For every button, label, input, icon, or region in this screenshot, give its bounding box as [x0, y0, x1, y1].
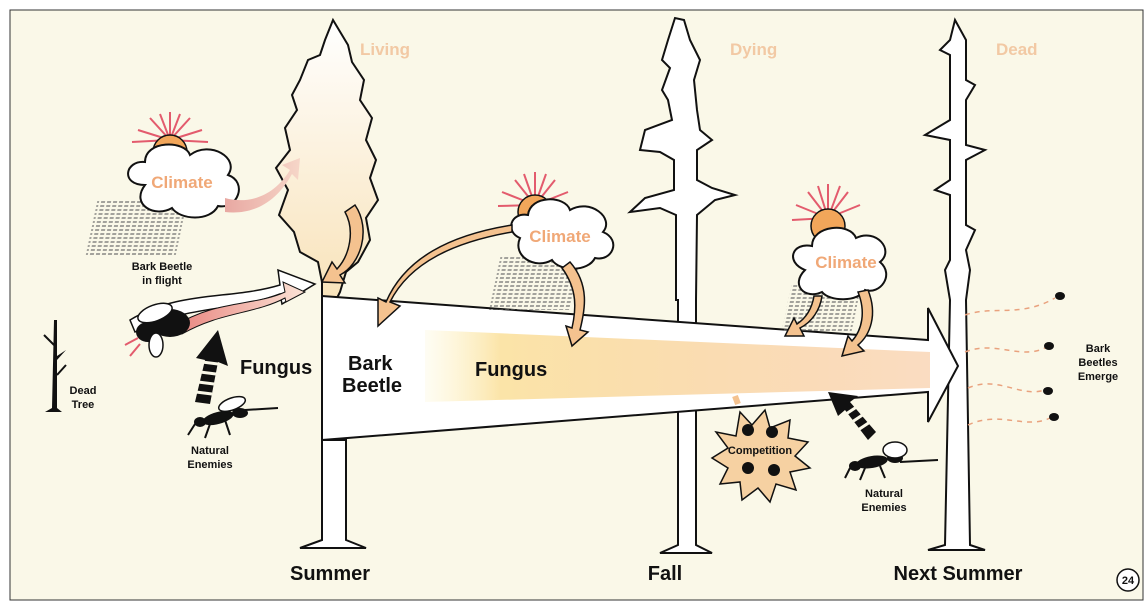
bark-beetle-label-1: Bark	[348, 353, 393, 375]
dead-tree-label-2: Tree	[72, 399, 95, 411]
stage-label-dead: Dead	[996, 40, 1038, 59]
emerge-label-3: Emerge	[1078, 371, 1118, 383]
season-label-summer: Summer	[290, 563, 370, 585]
stage-label-living: Living	[360, 40, 410, 59]
climate-label-3: Climate	[815, 253, 876, 272]
fungus-label-left: Fungus	[240, 357, 312, 379]
competition-connector	[735, 396, 738, 404]
natural-enemies-label-right-1: Natural	[865, 488, 903, 500]
bark-beetle-flight-label-2: in flight	[142, 275, 182, 287]
page-number: 24	[1122, 575, 1135, 587]
season-label-next-summer: Next Summer	[894, 563, 1023, 585]
fungus-arrow-label: Fungus	[475, 359, 547, 381]
natural-enemies-label-left-1: Natural	[191, 445, 229, 457]
emerge-label-1: Bark	[1086, 343, 1111, 355]
stage-label-dying: Dying	[730, 40, 777, 59]
natural-enemies-label-left-2: Enemies	[187, 459, 232, 471]
natural-enemies-label-right-2: Enemies	[861, 502, 906, 514]
climate-label-1: Climate	[151, 173, 212, 192]
bark-beetle-label-2: Beetle	[342, 375, 402, 397]
bark-beetle-flight-label-1: Bark Beetle	[132, 261, 193, 273]
climate-label-2: Climate	[529, 227, 590, 246]
dead-tree-label-1: Dead	[70, 385, 97, 397]
emerge-label-2: Beetles	[1078, 357, 1117, 369]
competition-label: Competition	[728, 445, 792, 457]
season-label-fall: Fall	[648, 563, 682, 585]
